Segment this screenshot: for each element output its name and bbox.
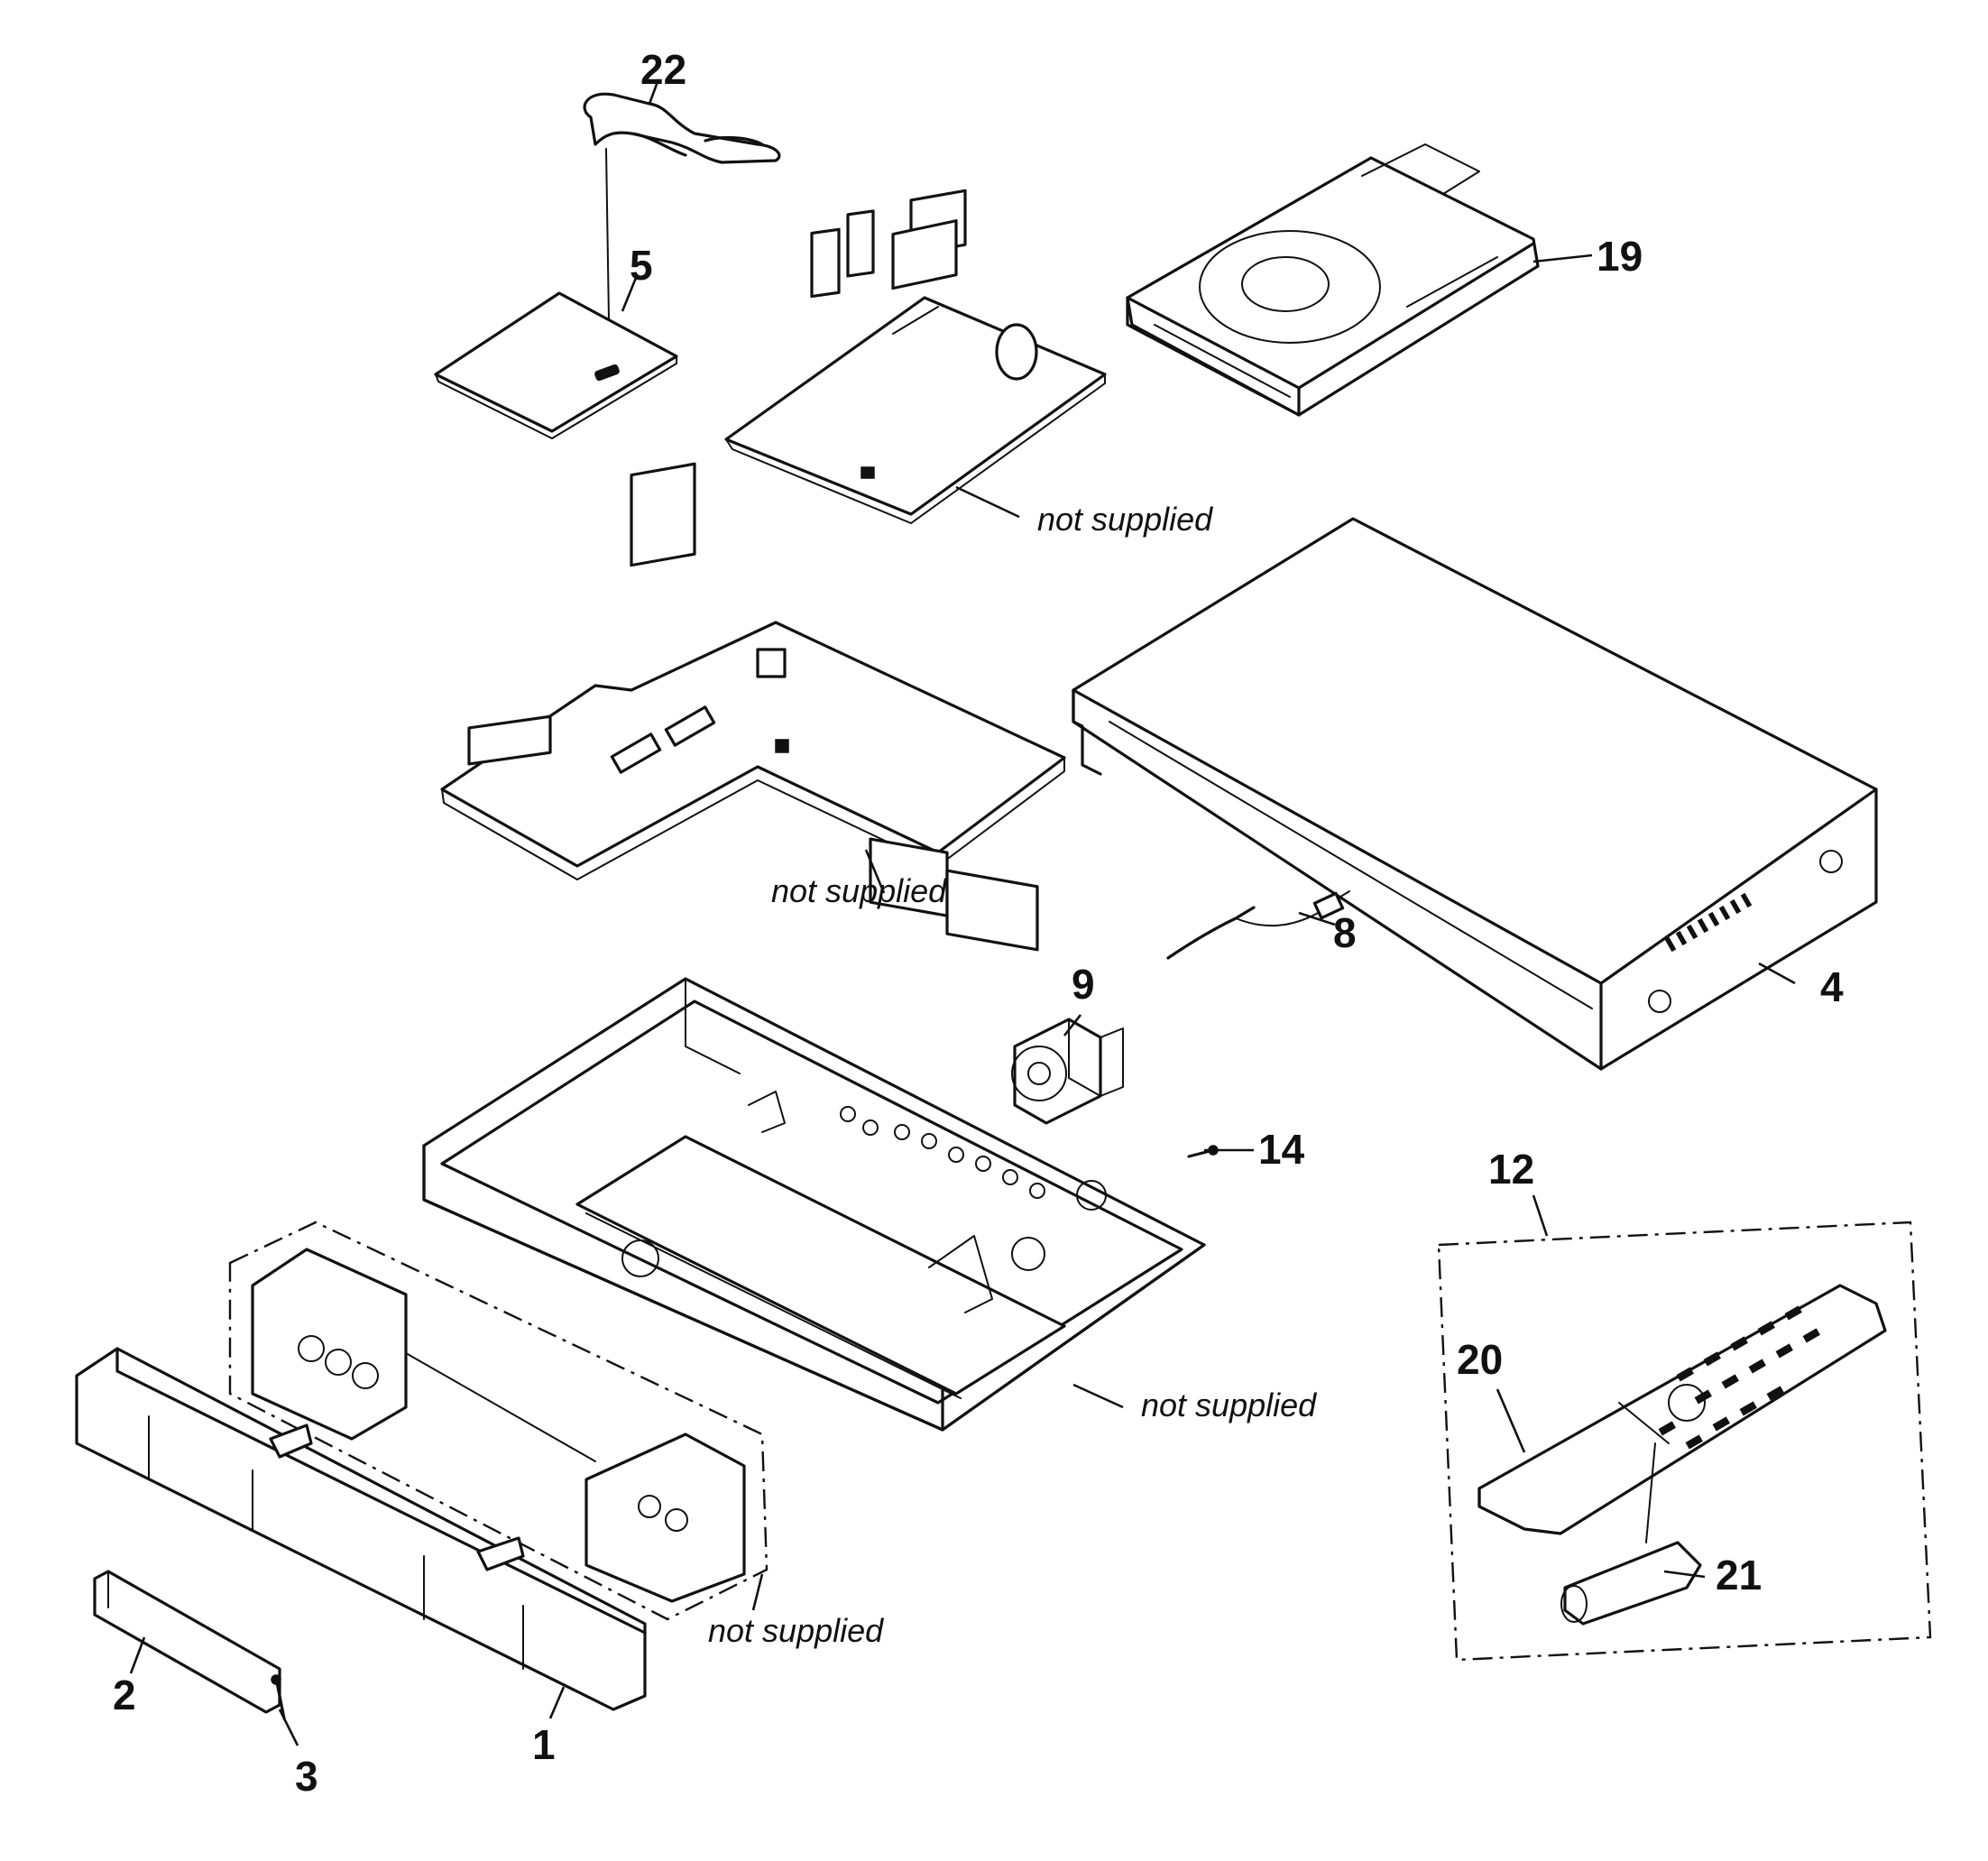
- small-circuit-board-drawing: [434, 291, 678, 439]
- note-not-supplied-main-board: not supplied: [771, 872, 947, 909]
- top-cover-drawing: [1072, 517, 1878, 1071]
- small-door-drawing: [93, 1570, 281, 1714]
- part-label-5: 5: [630, 242, 653, 289]
- note-not-supplied-chassis: not supplied: [1141, 1387, 1317, 1423]
- part-label-4: 4: [1820, 963, 1844, 1010]
- chassis-drawing: [422, 977, 1206, 1432]
- part-label-12: 12: [1488, 1146, 1534, 1193]
- part-label-22: 22: [640, 46, 686, 93]
- part-label-19: 19: [1597, 233, 1643, 280]
- front-board-assembly-drawing: [228, 1221, 769, 1621]
- note-not-supplied-front-board: not supplied: [708, 1612, 884, 1649]
- part-label-3: 3: [295, 1753, 318, 1800]
- note-not-supplied-power-board: not supplied: [1037, 501, 1213, 538]
- part-label-9: 9: [1072, 961, 1095, 1008]
- part-label-1: 1: [532, 1721, 556, 1768]
- cooling-fan-drawing: [1011, 1018, 1124, 1125]
- part-label-2: 2: [113, 1672, 136, 1718]
- front-panel-drawing: [75, 1347, 647, 1711]
- ribbon-cable-drawing: [583, 92, 781, 378]
- disc-drive-drawing: [1126, 143, 1540, 417]
- part-label-14: 14: [1258, 1126, 1305, 1173]
- leader-lines: [129, 78, 1796, 1746]
- part-label-21: 21: [1716, 1552, 1762, 1598]
- main-board-drawing: [440, 462, 1066, 952]
- power-cord-drawing: [1166, 890, 1350, 960]
- part-label-8: 8: [1333, 909, 1357, 956]
- part-label-20: 20: [1457, 1336, 1503, 1383]
- pin-drawing: [271, 1674, 286, 1720]
- remote-control-group-drawing: [1437, 1221, 1932, 1662]
- power-board-drawing: [724, 189, 1107, 524]
